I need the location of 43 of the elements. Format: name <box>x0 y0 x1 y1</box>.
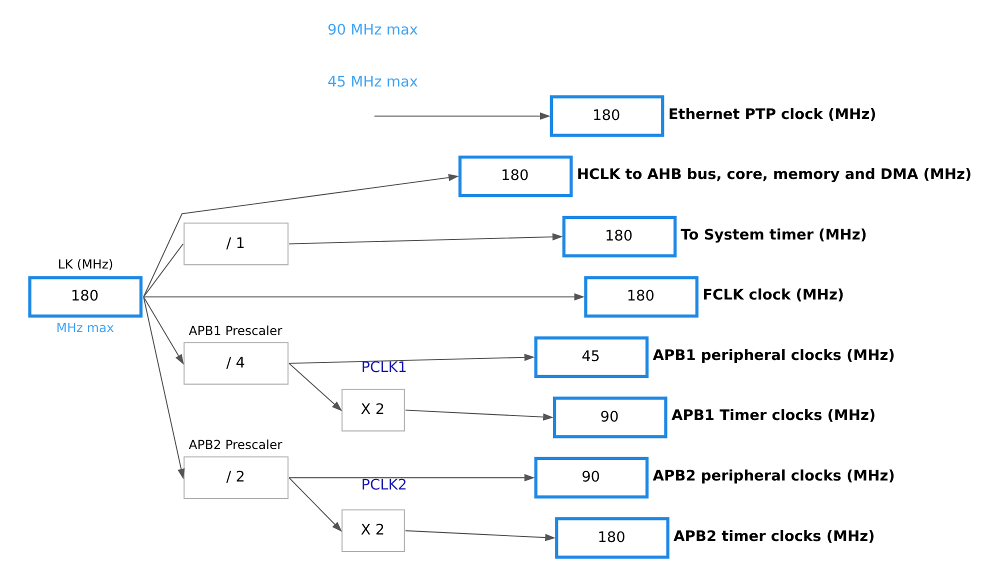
node-box: 180 <box>555 517 670 559</box>
node-label: HCLK to AHB bus, core, memory and DMA (MHz) <box>576 167 972 184</box>
arrow <box>289 354 535 364</box>
node-box: 180 <box>584 276 698 318</box>
arrow <box>289 233 563 244</box>
node-label: APB2 timer clocks (MHz) <box>674 528 875 545</box>
node-label: APB2 Prescaler <box>188 437 282 452</box>
arrow <box>405 530 556 542</box>
arrow <box>289 474 535 482</box>
node-label: FCLK clock (MHz) <box>702 288 844 304</box>
node-label: Ethernet PTP clock (MHz) <box>668 106 876 123</box>
node-label: To System timer (MHz) <box>680 227 867 244</box>
arrow <box>374 112 550 120</box>
arrow <box>143 296 185 480</box>
node-box: 180 <box>28 276 143 318</box>
node-box: X 2 <box>342 388 405 432</box>
arrow <box>143 174 459 298</box>
arrow <box>288 477 342 532</box>
node-box: / 4 <box>184 342 289 385</box>
connector <box>143 244 184 298</box>
node-box: 180 <box>562 216 677 258</box>
node-box: 180 <box>550 95 664 137</box>
node-label: APB1 peripheral clocks (MHz) <box>652 348 895 364</box>
edge-label: PCLK1 <box>361 360 408 376</box>
node-box: 90 <box>534 456 649 498</box>
node-box: / 1 <box>184 222 289 266</box>
arrow <box>288 363 342 412</box>
label: 90 MHz max <box>328 22 418 39</box>
node-box: 90 <box>553 396 668 438</box>
node-label: APB2 peripheral clocks (MHz) <box>652 468 895 485</box>
node-label: MHz max <box>56 320 114 335</box>
node-box: / 2 <box>184 456 289 499</box>
edge-label: PCLK2 <box>361 477 408 494</box>
arrow <box>143 296 184 365</box>
node-label: APB1 Prescaler <box>188 322 282 338</box>
node-box: 180 <box>458 156 573 198</box>
label: 45 MHz max <box>328 74 418 91</box>
node-box: 45 <box>534 336 649 378</box>
node-box: X 2 <box>342 509 405 552</box>
arrow <box>405 410 554 421</box>
arrow <box>144 293 585 301</box>
node-label: APB1 Timer clocks (MHz) <box>671 408 876 424</box>
node-label: LK (MHz) <box>58 256 114 272</box>
